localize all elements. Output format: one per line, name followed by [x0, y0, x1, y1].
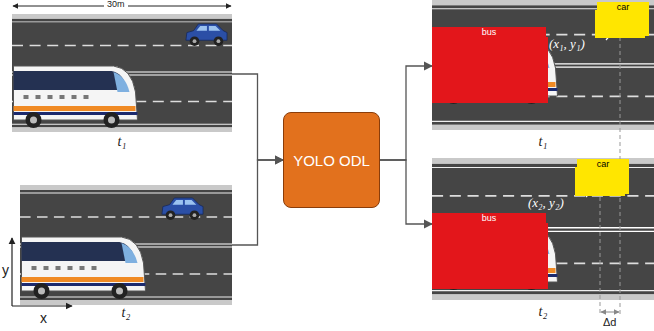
scene-frame: t₁ bus car [432, 0, 654, 150]
time-label: t₂ [20, 304, 232, 321]
bounding-box: bus [432, 223, 548, 289]
scene-frame: t₁ [12, 14, 232, 150]
axis-label: x [40, 310, 47, 326]
bounding-box: bus [432, 37, 548, 103]
process-box: YOLO ODL [283, 112, 380, 208]
box-label: YOLO ODL [293, 152, 370, 169]
scene-frame: t₂ buscar [432, 158, 654, 320]
time-label: t₁ [432, 133, 654, 150]
flow-arrow [380, 66, 432, 160]
time-label: t₂ [432, 303, 654, 320]
dimension-label: 30m [104, 0, 128, 9]
flow-arrow [380, 160, 432, 224]
axis-label: y [2, 262, 9, 278]
flow-arrow [232, 160, 283, 245]
class-tag: bus [432, 213, 546, 287]
dimension-label: Δd [603, 316, 616, 329]
coordinate-label: (x₁, y₁) [549, 37, 585, 52]
flow-arrow [232, 74, 283, 160]
class-tag: car [597, 2, 649, 36]
class-tag: bus [432, 27, 546, 101]
bounding-box: car [595, 10, 645, 38]
time-label: t₁ [12, 133, 232, 150]
bounding-box: car [575, 167, 625, 196]
coordinate-label: (x₂, y₂) [528, 196, 564, 211]
scene-frame: t₂ [20, 185, 232, 321]
class-tag: car [577, 159, 629, 194]
